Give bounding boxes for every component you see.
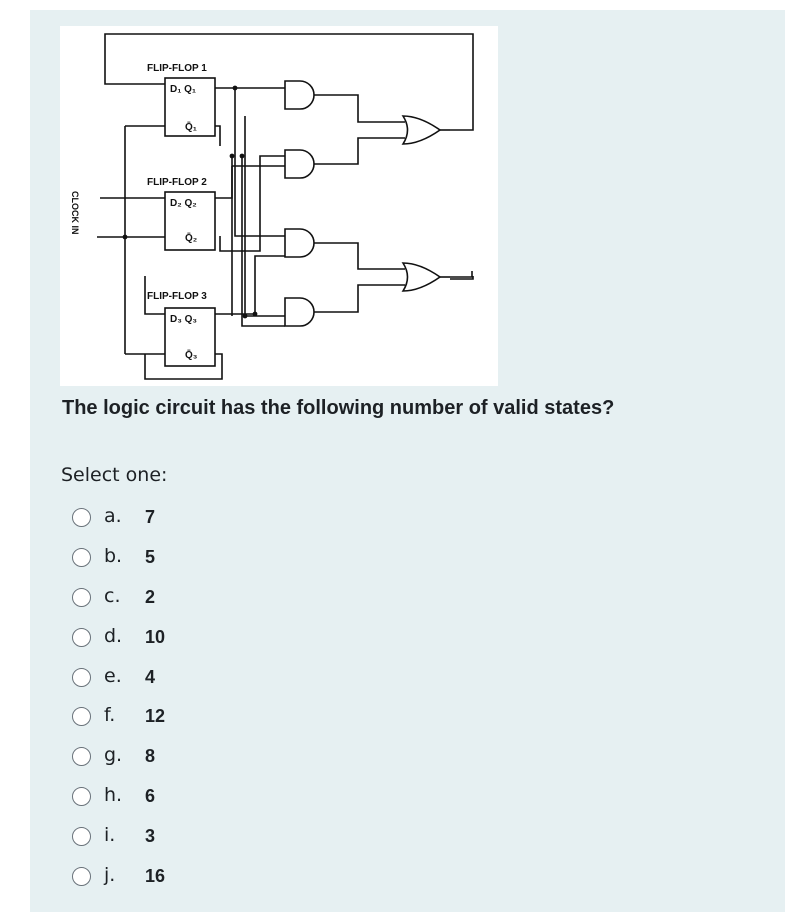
flip-flop-1-label: FLIP-FLOP 1 bbox=[147, 63, 207, 74]
radio-g[interactable] bbox=[72, 746, 91, 766]
option-j-letter: j. bbox=[104, 864, 116, 886]
option-h-letter: h. bbox=[104, 784, 123, 806]
option-j[interactable]: j. 16 bbox=[72, 863, 165, 889]
and-gate-2 bbox=[284, 149, 315, 179]
or-gate-1 bbox=[401, 115, 442, 145]
radio-h[interactable] bbox=[72, 786, 91, 806]
option-g[interactable]: g. 8 bbox=[72, 743, 155, 769]
option-d-value: 10 bbox=[145, 627, 166, 647]
option-a-value: 7 bbox=[145, 507, 156, 527]
option-i-letter: i. bbox=[104, 824, 116, 846]
option-f-letter: f. bbox=[104, 704, 116, 726]
option-j-value: 16 bbox=[145, 866, 166, 886]
option-h[interactable]: h. 6 bbox=[72, 783, 155, 809]
and-gate-3 bbox=[284, 228, 315, 258]
radio-i[interactable] bbox=[72, 826, 91, 846]
radio-j[interactable] bbox=[72, 866, 91, 886]
and-gate-4 bbox=[284, 297, 315, 327]
option-f[interactable]: f. 12 bbox=[72, 703, 165, 729]
option-e-value: 4 bbox=[145, 667, 156, 687]
question-text: The logic circuit has the following numb… bbox=[62, 397, 615, 419]
radio-f[interactable] bbox=[72, 706, 91, 726]
clock-in-label: CLOCK IN bbox=[70, 191, 80, 235]
flip-flop-3-pins-top: D₃ Q₃ bbox=[170, 314, 197, 325]
option-a-letter: a. bbox=[104, 505, 122, 527]
option-h-value: 6 bbox=[145, 786, 156, 806]
option-b-letter: b. bbox=[104, 545, 123, 567]
option-c[interactable]: c. 2 bbox=[72, 584, 155, 610]
option-f-value: 12 bbox=[145, 706, 166, 726]
option-a[interactable]: a. 7 bbox=[72, 504, 155, 530]
flip-flop-2-box bbox=[164, 191, 216, 251]
circuit-diagram: FLIP-FLOP 1 D₁ Q₁ Q̄₁ FLIP-FLOP 2 D₂ Q₂ … bbox=[70, 33, 474, 380]
flip-flop-1-box bbox=[164, 77, 216, 137]
option-e-letter: e. bbox=[104, 665, 122, 687]
select-one-label: Select one: bbox=[61, 464, 168, 486]
flip-flop-1-pin-bottom: Q̄₁ bbox=[185, 121, 197, 133]
radio-a[interactable] bbox=[72, 507, 91, 527]
radio-e[interactable] bbox=[72, 667, 91, 687]
option-b-value: 5 bbox=[145, 547, 156, 567]
option-c-letter: c. bbox=[104, 585, 121, 607]
flip-flop-2-label: FLIP-FLOP 2 bbox=[147, 177, 207, 188]
option-c-value: 2 bbox=[145, 587, 156, 607]
radio-b[interactable] bbox=[72, 547, 91, 567]
flip-flop-3-label: FLIP-FLOP 3 bbox=[147, 291, 207, 302]
option-g-letter: g. bbox=[104, 744, 123, 766]
flip-flop-1-pins-top: D₁ Q₁ bbox=[170, 84, 196, 95]
option-g-value: 8 bbox=[145, 746, 156, 766]
or-gate-2 bbox=[401, 262, 442, 292]
flip-flop-2-pin-bottom: Q̄₂ bbox=[185, 232, 197, 244]
option-b[interactable]: b. 5 bbox=[72, 544, 155, 570]
flip-flop-2-pins-top: D₂ Q₂ bbox=[170, 198, 197, 209]
flip-flop-3-pin-bottom: Q̄₃ bbox=[185, 349, 198, 361]
option-d[interactable]: d. 10 bbox=[72, 624, 165, 650]
option-i[interactable]: i. 3 bbox=[72, 823, 155, 849]
and-gate-1 bbox=[284, 80, 315, 110]
logic-circuit-figure: FLIP-FLOP 1 D₁ Q₁ Q̄₁ FLIP-FLOP 2 D₂ Q₂ … bbox=[60, 26, 498, 386]
option-d-letter: d. bbox=[104, 625, 123, 647]
radio-d[interactable] bbox=[72, 627, 91, 647]
flip-flop-3-box bbox=[164, 307, 216, 367]
option-i-value: 3 bbox=[145, 826, 156, 846]
radio-c[interactable] bbox=[72, 587, 91, 607]
option-e[interactable]: e. 4 bbox=[72, 664, 155, 690]
